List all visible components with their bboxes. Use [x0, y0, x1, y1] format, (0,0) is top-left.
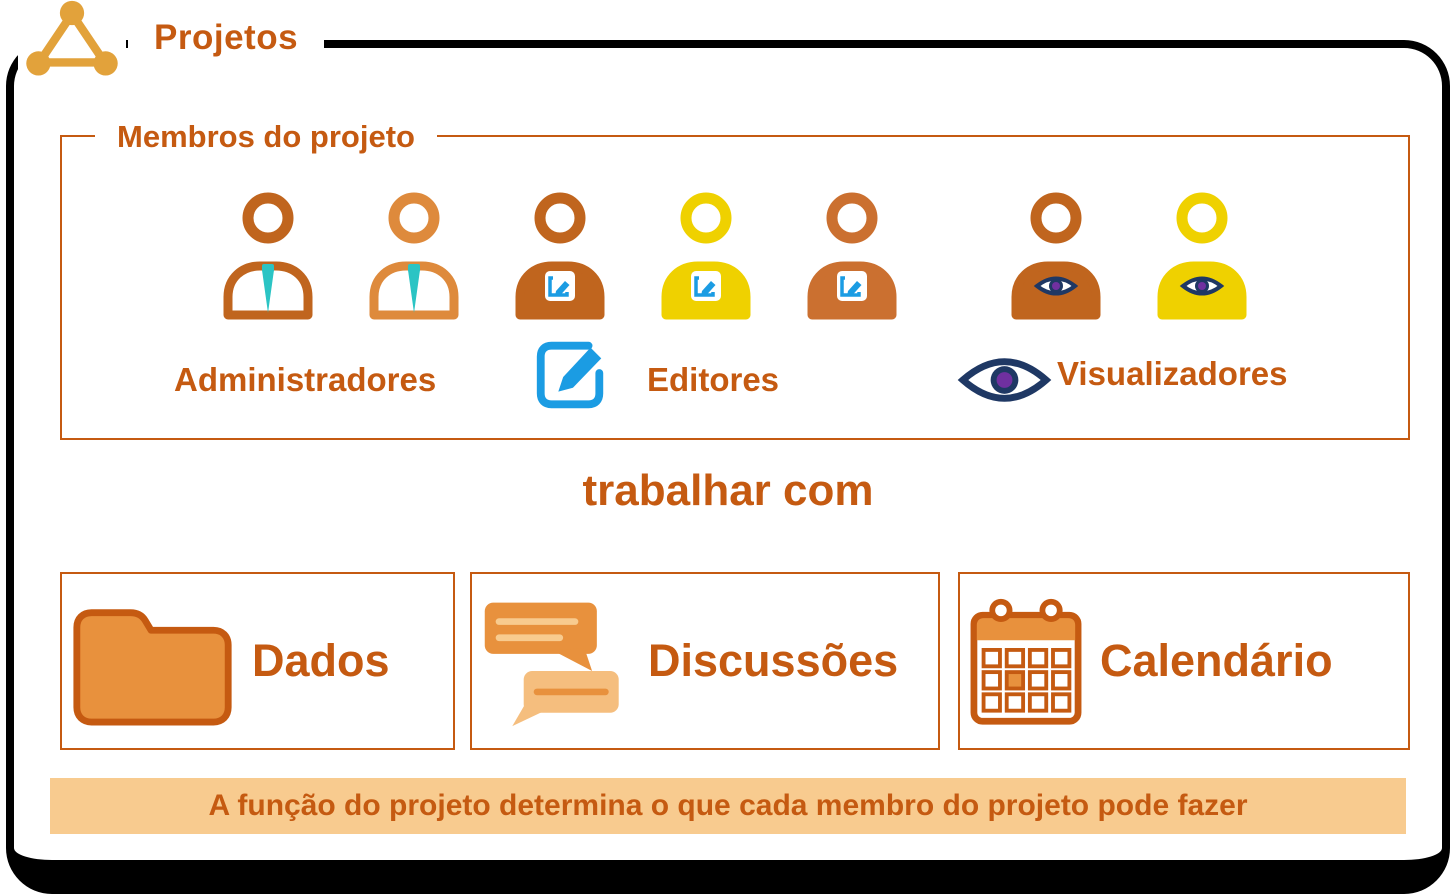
member-icon-viewer — [1006, 187, 1106, 320]
edit-badge-icon — [545, 271, 575, 301]
member-icon-editor — [656, 187, 756, 320]
share-triangle-icon — [26, 0, 118, 76]
edit-badge-icon — [837, 271, 867, 301]
member-icon-admin — [364, 187, 464, 320]
member-icon-admin — [218, 187, 318, 320]
calendar-icon — [970, 598, 1082, 725]
work-box-discussoes: Discussões — [470, 572, 940, 750]
legend-visualizadores: Visualizadores — [1057, 355, 1288, 392]
member-icon-viewer — [1152, 187, 1252, 320]
edit-pencil-icon — [530, 333, 612, 422]
legend-administrators: Administradores — [174, 361, 437, 398]
work-label-calendario: Calendário — [1100, 635, 1333, 686]
work-label-discussoes: Discussões — [648, 635, 899, 686]
work-box-dados: Dados — [60, 572, 455, 750]
diagram-frame — [6, 40, 1450, 894]
tie-icon — [262, 264, 274, 313]
connector-text: trabalhar com — [582, 466, 874, 515]
chat-bubbles-icon — [484, 602, 619, 726]
logo-box — [18, 0, 126, 82]
page-title: Projetos — [128, 8, 325, 70]
work-label-dados: Dados — [252, 635, 390, 686]
members-section-label: Membros do projeto — [95, 112, 437, 162]
members-section: Administradores Editores Visualizadores — [60, 135, 1410, 440]
members-row — [62, 187, 1408, 320]
eye-badge-icon — [1179, 276, 1225, 296]
footer-note-banner: A função do projeto determina o que cada… — [50, 778, 1406, 834]
eye-icon — [957, 349, 1052, 416]
folder-icon — [73, 608, 232, 725]
work-box-calendario: Calendário — [958, 572, 1410, 750]
footer-note-text: A função do projeto determina o que cada… — [208, 789, 1248, 822]
eye-badge-icon — [1033, 276, 1079, 296]
edit-badge-icon — [691, 271, 721, 301]
legend-editors: Editores — [647, 361, 780, 398]
member-icon-editor — [510, 187, 610, 320]
tie-icon — [408, 264, 420, 313]
member-icon-editor — [802, 187, 902, 320]
